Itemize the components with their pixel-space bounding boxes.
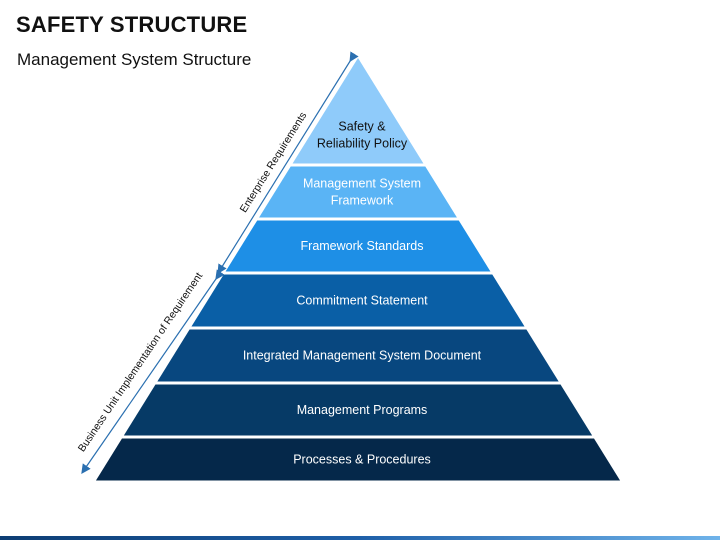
bottom-accent-bar — [0, 536, 720, 540]
pyramid-layer-7-label-line-1: Processes & Procedures — [293, 453, 431, 467]
business-unit-arrow — [81, 269, 225, 474]
page-subtitle: Management System Structure — [17, 50, 252, 69]
pyramid-layer-4 — [191, 274, 525, 327]
pyramid-layer-1-label-line-2: Reliability Policy — [317, 137, 408, 151]
pyramid-layer-5 — [157, 329, 559, 382]
pyramid-layer-2-label-line-2: Framework — [331, 194, 394, 208]
enterprise-requirements-arrow — [217, 51, 359, 275]
pyramid-layer-5-label-line-1: Integrated Management System Document — [243, 349, 482, 363]
pyramid-layer-4-label-line-1: Commitment Statement — [296, 294, 428, 308]
pyramid-layer-3-label-line-1: Framework Standards — [301, 239, 424, 253]
page-title: SAFETY STRUCTURE — [16, 12, 248, 37]
pyramid-layer-6 — [123, 384, 593, 436]
pyramid-layer-2 — [259, 166, 457, 218]
pyramid-layer-6-label-line-1: Management Programs — [297, 403, 428, 417]
pyramid-layer-2-label-line-1: Management System — [303, 177, 421, 191]
pyramid-layer-1-label-line-1: Safety & — [338, 120, 386, 134]
pyramid-layer-7 — [95, 438, 621, 481]
